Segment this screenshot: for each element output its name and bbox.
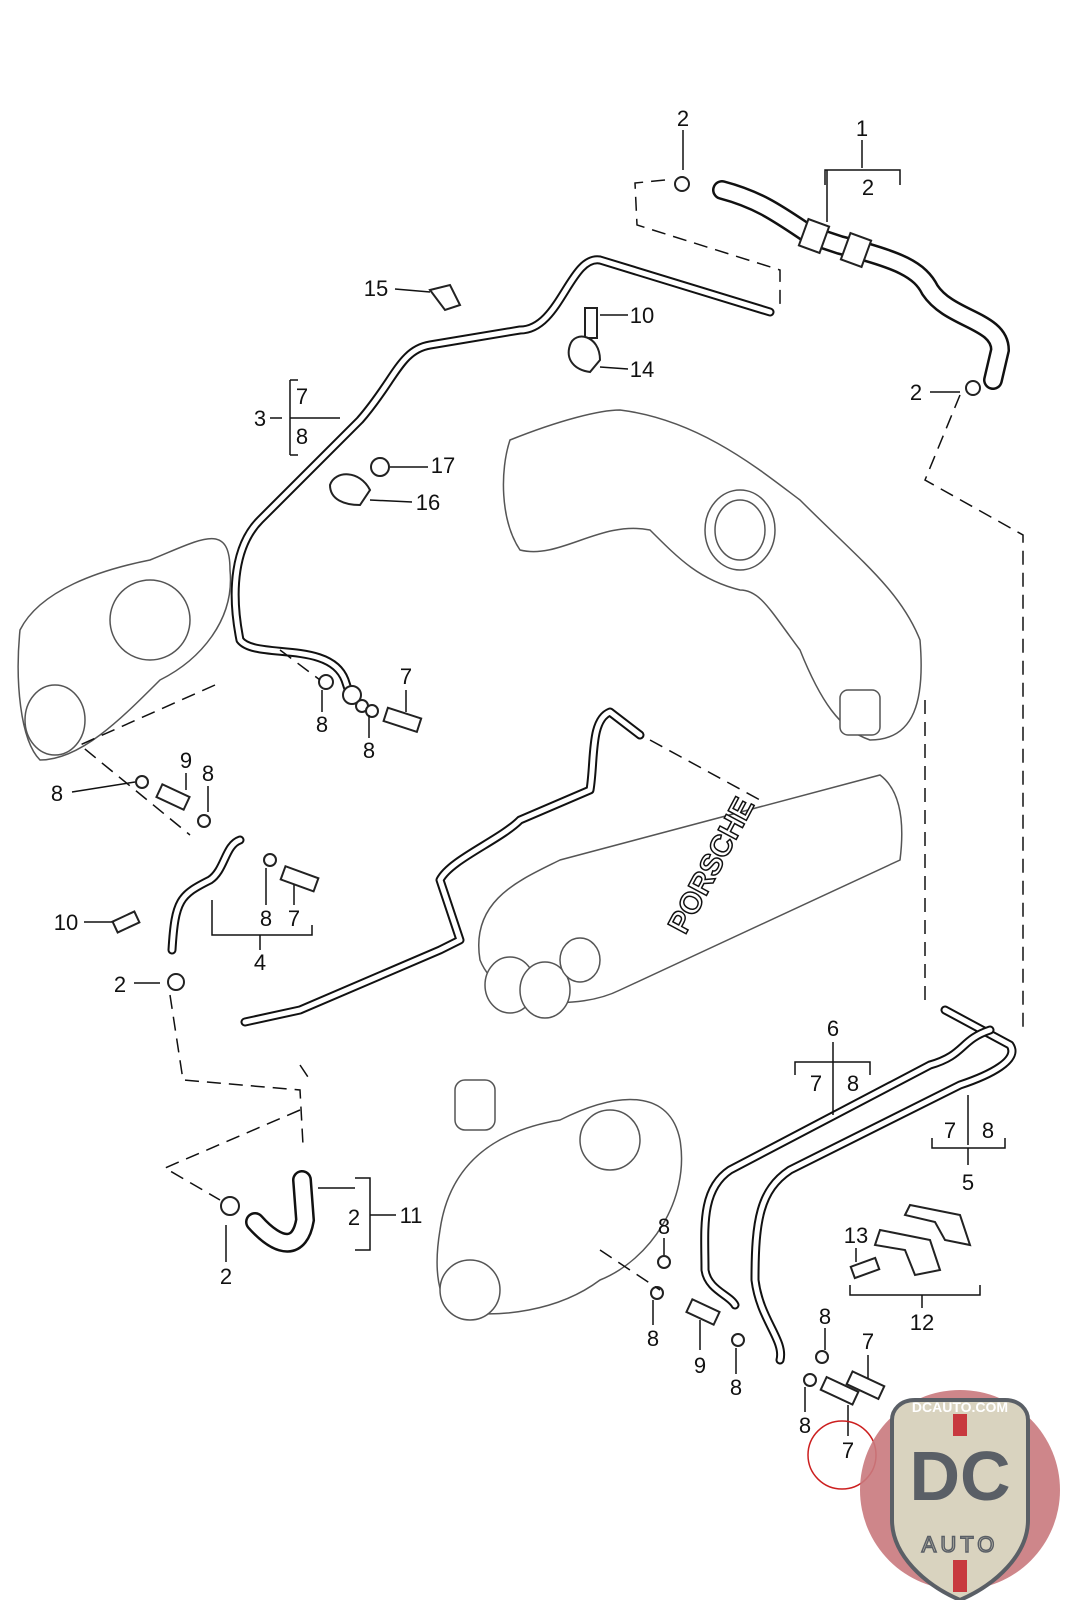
intake-manifold: [502, 409, 922, 741]
coolant-pipe-3: [230, 255, 775, 700]
callout-8: 8: [982, 1118, 994, 1143]
callout-17: 17: [431, 453, 455, 478]
callout-2: 2: [677, 106, 689, 131]
callout-2: 2: [348, 1205, 360, 1230]
callout-3: 3: [254, 406, 266, 431]
callout-4: 4: [254, 950, 266, 975]
callout-1: 1: [856, 116, 868, 141]
callout-8: 8: [799, 1413, 811, 1438]
callout-2: 2: [910, 380, 922, 405]
coolant-hose-1: [712, 180, 1011, 390]
callout-7: 7: [862, 1329, 874, 1354]
callout-2: 2: [220, 1264, 232, 1289]
coolant-pipe-5: [750, 1005, 1017, 1365]
callout-8: 8: [658, 1214, 670, 1239]
callout-8: 8: [363, 738, 375, 763]
assembly-lines: [78, 179, 1024, 1291]
callout-7: 7: [810, 1071, 822, 1096]
callout-7: 7: [842, 1438, 854, 1463]
logo-word: AUTO: [922, 1532, 999, 1557]
callout-8: 8: [730, 1375, 742, 1400]
brackets-12: [873, 1203, 972, 1277]
turbocharger-right: [436, 1079, 683, 1321]
callout-8: 8: [316, 712, 328, 737]
callout-7: 7: [400, 664, 412, 689]
coolant-pipe-central: [240, 707, 645, 1027]
callout-8: 8: [847, 1071, 859, 1096]
callout-7: 7: [296, 384, 308, 409]
logo-mark: DC: [909, 1437, 1010, 1515]
callout-9: 9: [694, 1353, 706, 1378]
callout-7: 7: [944, 1118, 956, 1143]
callout-11: 11: [400, 1203, 423, 1228]
callout-2: 2: [114, 972, 126, 997]
dcauto-logo: DCAUTO.COM DC AUTO: [860, 1390, 1060, 1600]
coolant-pipe-4: [167, 835, 245, 955]
callout-8: 8: [51, 781, 63, 806]
callout-8: 8: [647, 1326, 659, 1351]
callout-13: 13: [844, 1223, 868, 1248]
callout-14: 14: [630, 357, 654, 382]
callout-6: 6: [827, 1016, 839, 1041]
callout-labels: 1 2 2 15 10 14 2 3 7 8 17 16 7 8 8 9 8 8…: [51, 106, 994, 1463]
callout-16: 16: [416, 490, 440, 515]
callout-2: 2: [862, 175, 874, 200]
logo-site: DCAUTO.COM: [912, 1399, 1008, 1415]
leader-lines: [71, 130, 1006, 1436]
callout-10: 10: [54, 910, 78, 935]
callout-15: 15: [364, 276, 388, 301]
small-parts: [111, 176, 981, 1406]
coolant-pipe-6: [700, 1025, 995, 1310]
coolant-hose-11: [245, 1170, 316, 1253]
callout-5: 5: [962, 1170, 974, 1195]
callout-12: 12: [910, 1310, 934, 1335]
turbocharger-left: [17, 538, 232, 761]
callout-8: 8: [202, 761, 214, 786]
callout-8: 8: [260, 906, 272, 931]
callout-8: 8: [819, 1304, 831, 1329]
cylinder-head-cover: PORSCHE: [477, 774, 903, 1019]
callout-7: 7: [288, 906, 300, 931]
callout-8: 8: [296, 424, 308, 449]
callout-9: 9: [180, 748, 192, 773]
callout-10: 10: [630, 303, 654, 328]
